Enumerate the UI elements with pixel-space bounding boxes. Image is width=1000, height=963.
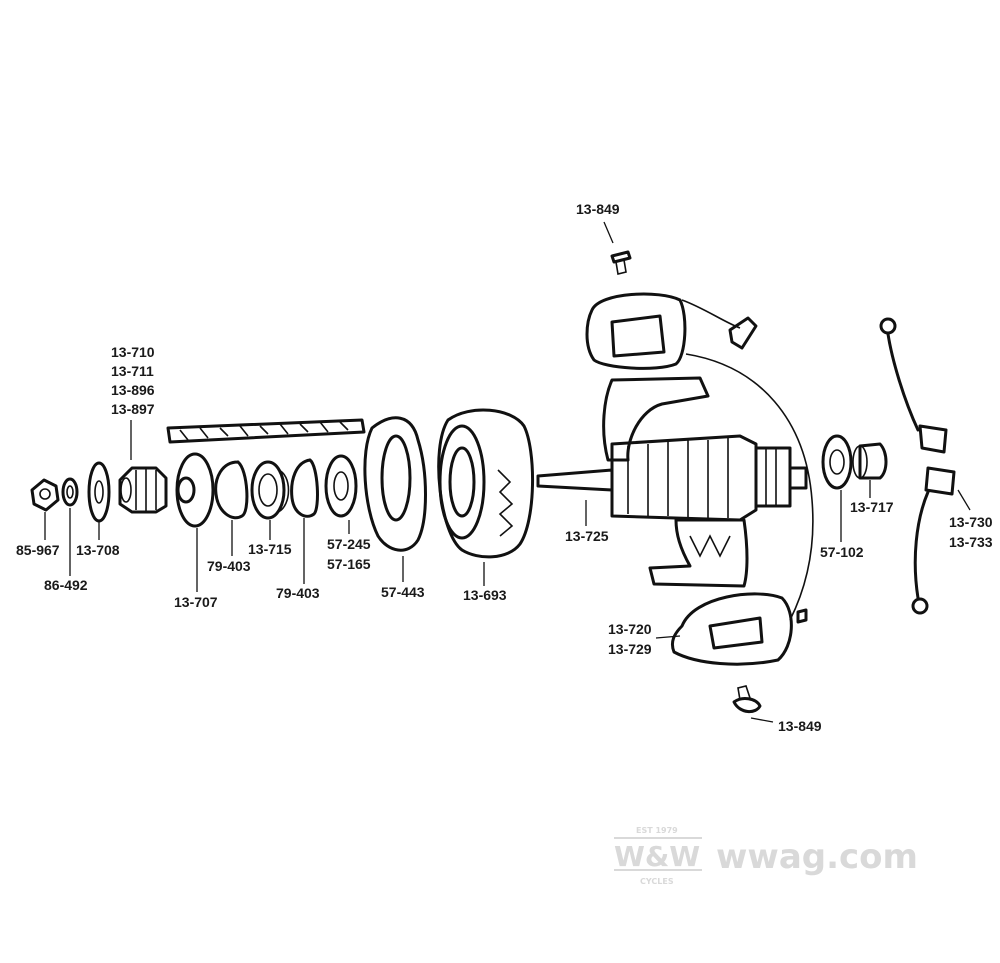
part-brush-lower (911, 466, 956, 615)
label-13-725: 13-725 (565, 528, 609, 544)
part-pinion-gear (118, 466, 168, 514)
label-13-849-top: 13-849 (576, 201, 620, 217)
part-nut (30, 478, 60, 512)
label-57-165: 57-165 (327, 556, 371, 572)
label-13-729: 13-729 (608, 641, 652, 657)
label-13-730: 13-730 (949, 514, 993, 530)
part-bushing-ring (324, 454, 358, 518)
parts-drawing (30, 250, 956, 713)
watermark: EST 1979 W&W CYCLES wwag.com (614, 826, 918, 886)
part-retaining-ring-2 (290, 458, 319, 518)
watermark-logo: W&W (614, 840, 700, 873)
part-gasket (363, 416, 427, 552)
part-bearing (821, 434, 853, 490)
label-13-711: 13-711 (111, 363, 154, 379)
part-drive-end-plate (175, 452, 215, 528)
watermark-logo-rules (614, 837, 702, 871)
label-13-849-bottom: 13-849 (778, 718, 822, 734)
part-screw-bottom (732, 685, 762, 713)
part-drive-housing (437, 408, 534, 559)
part-field-coil-upper (585, 292, 758, 370)
part-clutch-assembly (250, 460, 290, 520)
part-labels: 13-849 13-710 13-711 13-896 13-897 85-96… (16, 201, 993, 734)
part-field-wire (685, 353, 814, 621)
label-13-733: 13-733 (949, 534, 993, 550)
label-13-896: 13-896 (111, 382, 155, 398)
label-13-897: 13-897 (111, 401, 155, 417)
label-85-967: 85-967 (16, 542, 60, 558)
part-flat-washer (87, 461, 111, 523)
label-79-403-first: 79-403 (207, 558, 251, 574)
watermark-est: EST 1979 (636, 826, 678, 835)
leader-lines (44, 221, 971, 723)
part-field-coil-lower (670, 592, 808, 666)
part-bushing (852, 442, 888, 480)
label-13-708: 13-708 (76, 542, 120, 558)
label-86-492: 86-492 (44, 577, 88, 593)
part-brush-upper (879, 317, 948, 454)
part-screw-top (610, 250, 632, 275)
label-13-693: 13-693 (463, 587, 507, 603)
part-pole-shoe-lower (648, 518, 749, 588)
part-through-bolt (166, 418, 366, 444)
watermark-site: wwag.com (716, 837, 918, 877)
part-pole-shoe-upper (602, 376, 710, 462)
label-13-720: 13-720 (608, 621, 652, 637)
label-57-102: 57-102 (820, 544, 864, 560)
label-13-707: 13-707 (174, 594, 218, 610)
watermark-cycles: CYCLES (640, 877, 674, 886)
part-armature (536, 434, 808, 522)
label-13-710: 13-710 (111, 344, 155, 360)
part-retaining-ring-1 (214, 460, 249, 520)
label-57-245: 57-245 (327, 536, 371, 552)
label-13-715: 13-715 (248, 541, 292, 557)
part-lock-washer (61, 477, 79, 507)
label-57-443: 57-443 (381, 584, 425, 600)
label-13-717: 13-717 (850, 499, 894, 515)
label-79-403-second: 79-403 (276, 585, 320, 601)
